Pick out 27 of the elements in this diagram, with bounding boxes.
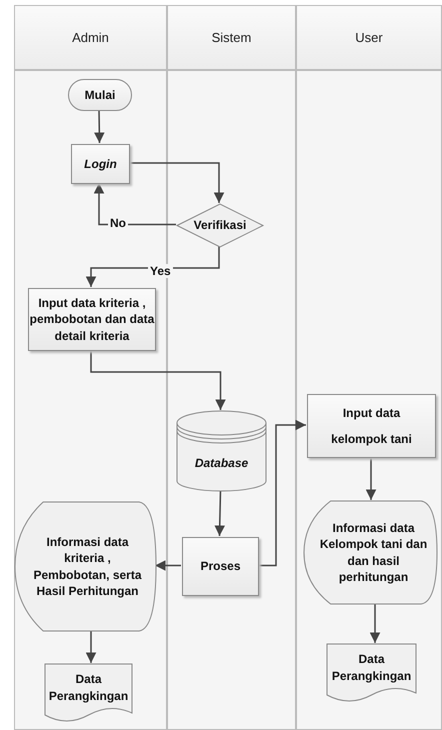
edge-label: Yes bbox=[148, 264, 173, 278]
arrow bbox=[155, 560, 181, 571]
decision-diamond: Verifikasi bbox=[177, 204, 263, 247]
arrow bbox=[90, 350, 226, 410]
arrow bbox=[94, 110, 105, 144]
lane-header: Admin bbox=[15, 6, 166, 71]
process-box: Input data kelompok tani bbox=[307, 394, 436, 458]
edge-label: No bbox=[108, 216, 128, 230]
start-terminator: Mulai bbox=[68, 79, 132, 111]
process-box: Input data kriteria , pembobotan dan data detail kriteria bbox=[28, 288, 156, 351]
arrow bbox=[370, 603, 380, 643]
arrow bbox=[94, 183, 176, 226]
database-cylinder: Database bbox=[177, 411, 266, 491]
display-shape: Informasi data Kelompok tani dan dan hasil perhitungan bbox=[304, 501, 437, 604]
document-shape: Data Perangkingan bbox=[327, 644, 416, 701]
process-box: Proses bbox=[182, 537, 259, 596]
swimlane bbox=[296, 5, 442, 730]
arrow bbox=[366, 457, 376, 500]
arrow bbox=[214, 490, 225, 536]
display-shape: Informasi data kriteria , Pembobotan, serta Hasil Perhitungan bbox=[15, 502, 156, 631]
lane-header: User bbox=[297, 6, 441, 71]
arrow bbox=[129, 162, 224, 203]
document-shape: Data Perangkingan bbox=[45, 664, 132, 721]
lane-header: Sistem bbox=[168, 6, 295, 71]
arrow bbox=[86, 630, 96, 663]
process-box: Login bbox=[71, 144, 130, 184]
arrow bbox=[258, 420, 306, 566]
